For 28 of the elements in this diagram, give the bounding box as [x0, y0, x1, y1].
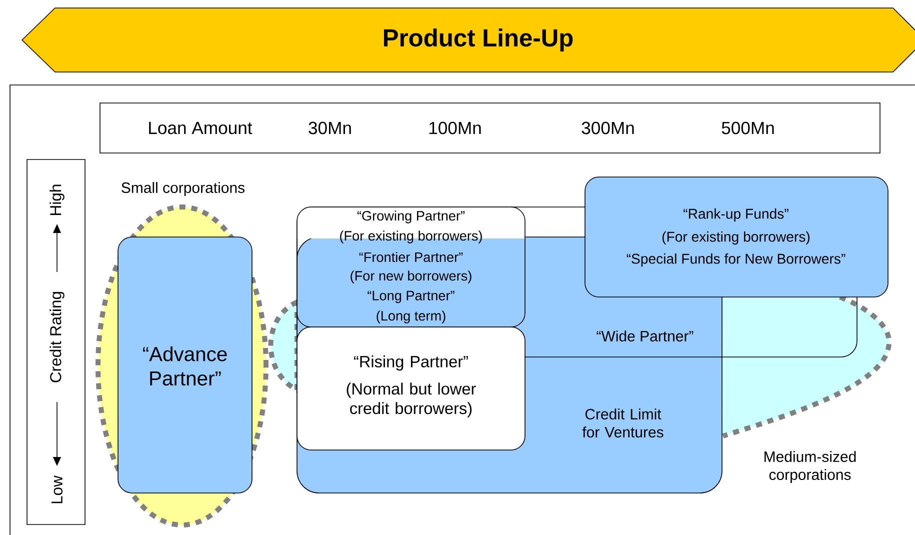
label-text: 500Mn [722, 122, 774, 134]
label-text: Loan Amount [149, 122, 252, 134]
medium-corporations-region [722, 294, 892, 483]
label-text: (Long term) [376, 310, 446, 324]
label-text: “Long Partner” [368, 290, 454, 304]
product-box [296, 326, 526, 450]
label-text: 100Mn [429, 122, 481, 134]
label-text: “Growing Partner” [357, 210, 465, 224]
label-text: 30Mn [308, 122, 351, 134]
label-text: “Special Funds for New Borrowers” [626, 253, 846, 267]
label-text: Small corporations [122, 182, 245, 196]
label-text: “Wide Partner” [596, 330, 694, 342]
label-text: Medium-sized corporations [764, 451, 856, 483]
product-box [584, 176, 888, 298]
loan-amount-scale [100, 102, 880, 154]
label-text: (For existing borrowers) [340, 230, 482, 244]
label-text: “Frontier Partner” [359, 252, 463, 262]
label-text: (For existing borrowers) [662, 231, 810, 245]
label-text: (For new borrowers) [350, 270, 472, 284]
product-box [296, 206, 526, 328]
label-text: “Rising Partner” [354, 355, 468, 371]
label-text: “Rank-up Funds” [684, 208, 788, 222]
label-text: “Advance Partner” [143, 346, 227, 386]
product-box [118, 236, 252, 494]
label-text: 300Mn [582, 122, 634, 134]
label-text: Credit Limit for Ventures [582, 408, 664, 438]
credit-rating-scale: Low Credit Rating High [26, 159, 86, 525]
label-text: (Normal but lower credit borrowers) [346, 382, 476, 418]
